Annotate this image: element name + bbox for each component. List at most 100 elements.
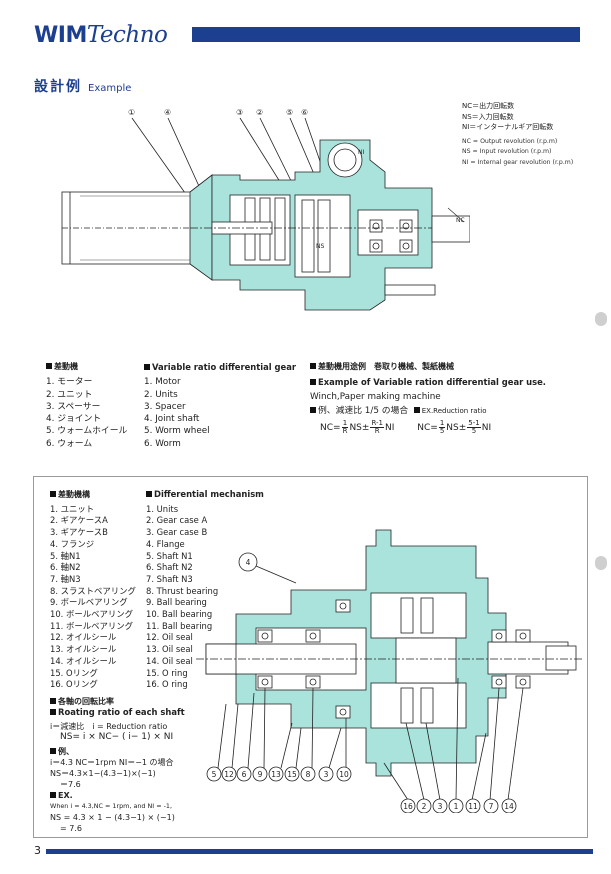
example-heading-jp: 例、 <box>58 747 74 756</box>
list-item: 10. Ball bearing <box>146 609 213 620</box>
label-ni: NI <box>358 149 364 156</box>
callout-16: 16 <box>403 802 413 811</box>
rotating-heading-jp: 各軸の回転比率 <box>58 697 114 706</box>
list-item: 7. 軸N3 <box>50 573 81 584</box>
motor-flange <box>189 174 213 281</box>
list-item: 2. ギアケースA <box>50 515 108 526</box>
callout-13: 13 <box>271 770 281 779</box>
list-item: 5. Shaft N1 <box>146 550 193 561</box>
list-item: 12. オイルシール <box>50 632 117 643</box>
usage-heading-en: Example of Variable ration differential … <box>318 377 546 388</box>
callout-4: ④ <box>164 108 171 117</box>
list-item: 4. フランジ <box>50 538 95 549</box>
list-item: 1. Units <box>146 503 179 514</box>
callout-11: 11 <box>468 802 478 811</box>
legend-jp-ni: NI＝インターナルギア回転数 <box>462 123 554 131</box>
list-item: 11. Ball bearing <box>146 620 213 631</box>
vr-heading-jp: 差動機 <box>54 362 78 371</box>
revolution-legend: NC＝出力回転数 NS＝入力回転数 NI＝インターナルギア回転数 NC = Ou… <box>462 101 573 168</box>
callout-5: 5 <box>212 770 217 779</box>
callout-7: 7 <box>489 802 494 811</box>
usage-desc: Winch,Paper making machine <box>310 391 441 402</box>
vr-heading-en: Variable ratio differential gear <box>152 362 296 372</box>
example-line: When i = 4.3,NC = 1rpm, and NI = -1, <box>50 802 173 810</box>
list-item: 3. ギアケースB <box>50 527 108 538</box>
list-item: 3. Gear case B <box>146 527 208 538</box>
example-line: = 7.6 <box>60 824 82 833</box>
list-item: 15. Oリング <box>50 667 98 678</box>
list-item: 6. 軸N2 <box>50 562 81 573</box>
list-item: 1. Motor <box>144 377 181 388</box>
list-item: 7. Shaft N3 <box>146 573 193 584</box>
callout-8: 8 <box>306 770 311 779</box>
list-item: 3. スペーサー <box>46 401 101 412</box>
list-item: 5. 軸N1 <box>50 550 81 561</box>
differential-gear-drawing: ① ④ ③ ② ⑤ ⑥ NI NS NC <box>61 108 470 311</box>
legend-en-ni: NI = Internal gear revolution (r.p.m) <box>462 158 574 166</box>
callout-2: 2 <box>422 802 427 811</box>
callout-9: 9 <box>258 770 263 779</box>
list-item: 4. ジョイント <box>46 414 102 425</box>
callout-5: ⑤ <box>286 108 293 117</box>
callout-3: ③ <box>236 108 243 117</box>
callout-2: ② <box>256 108 263 117</box>
rotating-ratio: 各軸の回転比率 Roating ratio of each shaft i＝減速… <box>50 696 185 834</box>
example-line: i＝4.3 NC＝1rpm NI＝−1 の場合 <box>50 758 174 767</box>
list-item: 8. Thrust bearing <box>146 585 219 596</box>
list-item: 2. Gear case A <box>146 515 208 526</box>
mechanism-panel <box>33 476 588 838</box>
brand-logo: WIMTechno <box>34 22 168 48</box>
list-item: 16. O ring <box>146 679 188 690</box>
callout-3: 3 <box>324 770 329 779</box>
header-bar <box>192 27 580 42</box>
list-item: 3. Spacer <box>144 401 186 412</box>
mechanism-parts-en: Differential mechanism 1. Units 2. Gear … <box>146 489 264 691</box>
list-item: 6. Worm <box>144 438 181 449</box>
legend-jp-nc: NC＝出力回転数 <box>462 102 515 110</box>
legend-en-nc: NC = Output revolution (r.p.m) <box>462 137 558 145</box>
example-line: ＝7.6 <box>60 780 81 789</box>
list-item: 6. Shaft N2 <box>146 562 193 573</box>
callout-10: 10 <box>339 770 349 779</box>
list-item: 13. オイルシール <box>50 644 117 655</box>
mechanism-heading-jp: 差動機構 <box>58 490 90 499</box>
list-item: 6. ウォーム <box>46 438 93 449</box>
differential-mechanism-drawing: 4 5 12 6 9 13 15 8 3 10 16 2 3 1 11 7 14 <box>196 529 584 813</box>
list-item: 14. Oil seal <box>146 655 193 666</box>
legend-jp-ns: NS＝入力回転数 <box>462 112 514 121</box>
footer-bar <box>46 849 593 854</box>
ratio-jp: 例、減速比 1/5 の場合 <box>318 405 409 416</box>
ratio-definition: i＝減速比 i = Reduction ratio <box>50 722 168 731</box>
ratio-equation: NS= i × NC− ( i− 1) × NI <box>60 732 174 742</box>
list-item: 16. Oリング <box>50 679 98 690</box>
example-heading-en: EX. <box>58 791 73 800</box>
list-item: 1. モーター <box>46 377 93 388</box>
list-item: 5. ウォームホイール <box>46 426 128 437</box>
mechanism-parts-jp: 差動機構 1. ユニット 2. ギアケースA 3. ギアケースB 4. フランジ… <box>50 489 136 691</box>
list-item: 11. ボールベアリング <box>50 620 133 631</box>
label-nc: NC <box>456 217 465 224</box>
callout-flange: 4 <box>246 558 251 567</box>
list-item: 1. ユニット <box>50 503 95 514</box>
list-item: 15. O ring <box>146 667 188 678</box>
list-item: 4. Flange <box>146 538 185 549</box>
example-line: NS＝4.3×1−(4.3−1)×(−1) <box>50 769 156 778</box>
list-item: 12. Oil seal <box>146 632 193 643</box>
usage-example: 差動機用途例 巻取り機械、製紙機械 Example of Variable ra… <box>310 361 546 435</box>
callout-12: 12 <box>224 770 234 779</box>
ratio-en: EX.Reduction ratio <box>421 406 487 415</box>
callout-6: 6 <box>242 770 247 779</box>
list-item: 9. ボールベアリング <box>50 597 128 608</box>
callout-1: ① <box>128 108 135 117</box>
callout-1: 1 <box>454 802 459 811</box>
callout-6: ⑥ <box>301 108 308 117</box>
side-indicator <box>595 312 607 326</box>
list-item: 5. Worm wheel <box>144 426 210 437</box>
mechanism-heading-en: Differential mechanism <box>154 489 264 499</box>
list-item: 4. Joint shaft <box>144 414 200 425</box>
list-item: 10. ボールベアリング <box>50 609 133 620</box>
list-item: 14. オイルシール <box>50 655 117 666</box>
list-item: 8. スラストベアリング <box>50 585 136 596</box>
